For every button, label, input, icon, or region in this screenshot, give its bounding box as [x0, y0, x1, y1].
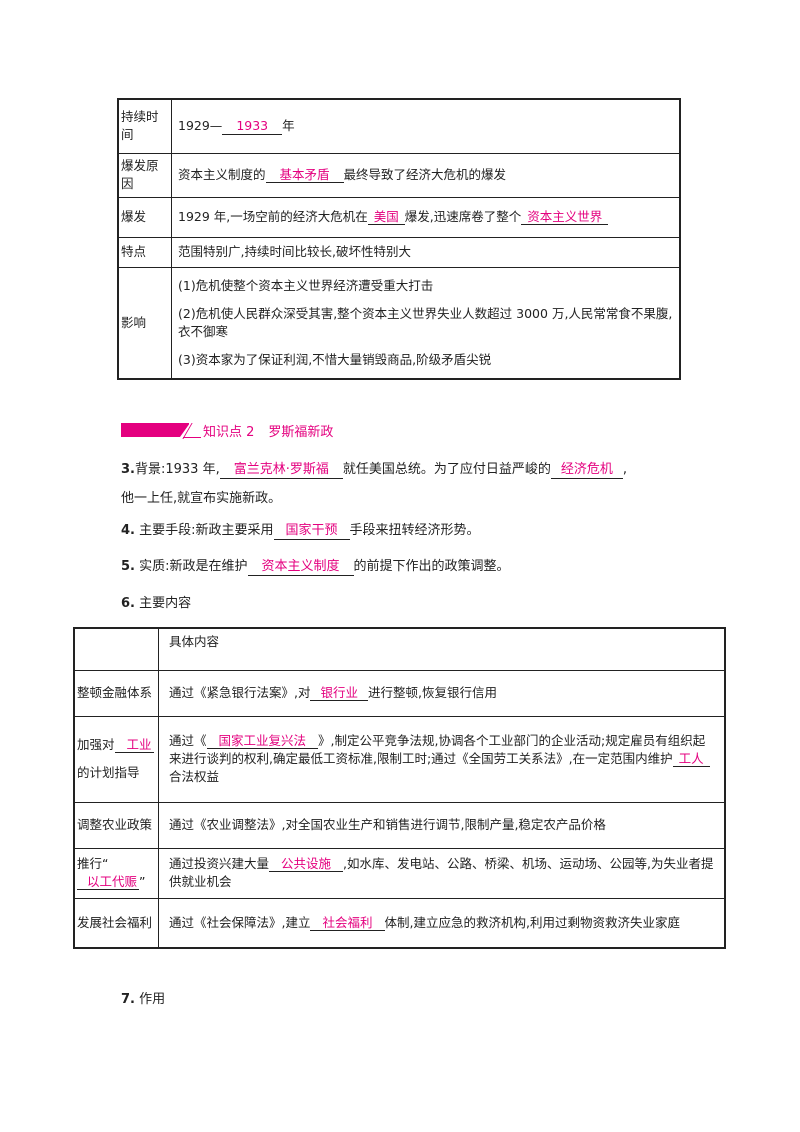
row-content: 通过《国家工业复兴法》,制定公平竞争法规,协调各个工业部门的企业活动;规定雇员有…: [158, 715, 726, 803]
row-content: 通过投资兴建大量公共设施,如水库、发电站、公路、桥梁、机场、运动场、公园等,为失…: [158, 847, 726, 899]
paragraph-essence: 5. 实质:新政是在维护资本主义制度的前提下作出的政策调整。: [121, 559, 510, 576]
row-label: 持续时间: [117, 98, 172, 154]
answer: 工业: [126, 736, 152, 752]
answer: 国家工业复兴法: [218, 732, 307, 748]
row-label: 调整农业政策: [73, 801, 159, 849]
row-label: 特点: [117, 236, 172, 268]
answer: 基本矛盾: [279, 166, 330, 182]
header-slash: [183, 423, 201, 438]
row-content: 资本主义制度的基本矛盾最终导致了经济大危机的爆发: [171, 152, 681, 198]
knowledge-point-header: 知识点 2 罗斯福新政: [121, 419, 333, 441]
table-row: 具体内容: [73, 627, 726, 671]
row-label: 推行“以工代赈”: [73, 847, 159, 899]
impact-item: (2)危机使人民群众深受其害,整个资本主义世界失业人数超过 3000 万,人民常…: [178, 305, 673, 339]
row-content: 通过《农业调整法》,对全国农业生产和销售进行调节,限制产量,稳定农产品价格: [158, 801, 726, 849]
answer: 工人: [678, 750, 704, 766]
table-row: 特点 范围特别广,持续时间比较长,破坏性特别大: [117, 236, 681, 268]
row-content: 范围特别广,持续时间比较长,破坏性特别大: [171, 236, 681, 268]
row-label: 爆发原因: [117, 152, 172, 198]
row-label: 爆发: [117, 196, 172, 238]
table-row: 发展社会福利 通过《社会保障法》,建立社会福利体制,建立应急的救济机构,利用过剩…: [73, 897, 726, 949]
knowledge-title: 罗斯福新政: [268, 424, 334, 440]
answer: 银行业: [320, 684, 358, 700]
header-bar: [121, 423, 190, 437]
new-deal-table: 具体内容 整顿金融体系 通过《紧急银行法案》,对银行业进行整顿,恢复银行信用 加…: [73, 627, 726, 949]
answer: 公共设施: [281, 855, 332, 871]
table-row: 推行“以工代赈” 通过投资兴建大量公共设施,如水库、发电站、公路、桥梁、机场、运…: [73, 847, 726, 899]
table-row: 爆发原因 资本主义制度的基本矛盾最终导致了经济大危机的爆发: [117, 152, 681, 198]
answer: 社会福利: [322, 914, 373, 930]
header-cell: 具体内容: [158, 627, 726, 671]
impact-item: (1)危机使整个资本主义世界经济遭受重大打击: [178, 277, 434, 293]
answer: 资本主义制度: [261, 559, 340, 574]
row-label: 加强对工业 的计划指导: [73, 715, 159, 803]
row-label: 整顿金融体系: [73, 669, 159, 717]
answer: 1933: [236, 118, 269, 134]
paragraph-main-content: 6. 主要内容: [121, 596, 192, 611]
row-label: 发展社会福利: [73, 897, 159, 949]
table-row: 整顿金融体系 通过《紧急银行法案》,对银行业进行整顿,恢复银行信用: [73, 669, 726, 717]
impact-item: (3)资本家为了保证利润,不惜大量销毁商品,阶级矛盾尖锐: [178, 351, 492, 367]
paragraph-effect: 7. 作用: [121, 992, 166, 1007]
table-row: 加强对工业 的计划指导 通过《国家工业复兴法》,制定公平竞争法规,协调各个工业部…: [73, 715, 726, 803]
row-label: 影响: [117, 266, 172, 380]
answer: 美国: [373, 208, 399, 224]
paragraph-background: 3.背景:1933 年,富兰克林·罗斯福就任美国总统。为了应付日益严峻的经济危机…: [121, 462, 628, 506]
row-content: 1929 年,一场空前的经济大危机在美国爆发,迅速席卷了整个资本主义世界: [171, 196, 681, 238]
row-content: (1)危机使整个资本主义世界经济遭受重大打击 (2)危机使人民群众深受其害,整个…: [171, 266, 681, 380]
answer: 国家干预: [285, 523, 338, 538]
paragraph-means: 4. 主要手段:新政主要采用国家干预手段来扭转经济形势。: [121, 523, 480, 540]
answer: 资本主义世界: [527, 208, 603, 224]
answer: 以工代赈: [87, 874, 138, 889]
row-content: 通过《社会保障法》,建立社会福利体制,建立应急的救济机构,利用过剩物资救济失业家…: [158, 897, 726, 949]
answer: 经济危机: [560, 462, 613, 477]
table-row: 影响 (1)危机使整个资本主义世界经济遭受重大打击 (2)危机使人民群众深受其害…: [117, 266, 681, 380]
table-row: 爆发 1929 年,一场空前的经济大危机在美国爆发,迅速席卷了整个资本主义世界: [117, 196, 681, 238]
row-content: 通过《紧急银行法案》,对银行业进行整顿,恢复银行信用: [158, 669, 726, 717]
table-row: 调整农业政策 通过《农业调整法》,对全国农业生产和销售进行调节,限制产量,稳定农…: [73, 801, 726, 849]
answer: 富兰克林·罗斯福: [233, 462, 329, 477]
knowledge-label: 知识点 2: [203, 424, 255, 440]
